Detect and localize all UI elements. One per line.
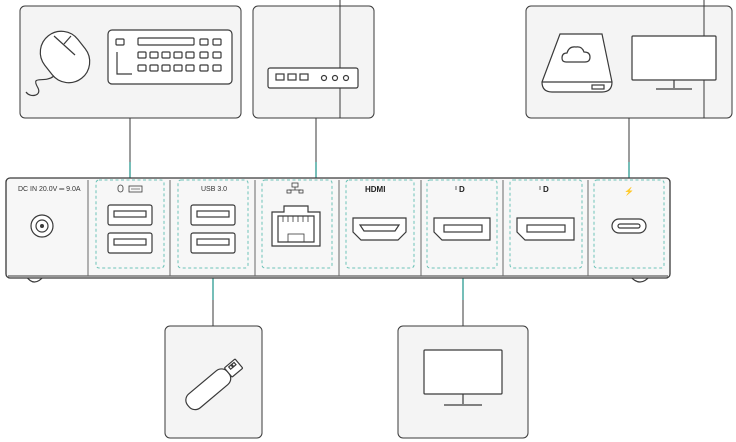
dock-body (5, 177, 671, 279)
usb-port-input-1-tongue (113, 210, 147, 218)
monitor-icon (631, 35, 717, 90)
hdmi-label: HDMI (365, 185, 385, 194)
callout-display (397, 325, 529, 439)
displayport-2[interactable] (516, 217, 575, 241)
callout-storage-display (525, 0, 733, 119)
network-icon (286, 182, 304, 194)
hdmi-port[interactable] (352, 217, 407, 241)
callout-network (252, 0, 375, 119)
usb3-port-2-tongue (196, 238, 230, 246)
usb3-port-1[interactable] (190, 204, 236, 226)
usb-c-port[interactable] (611, 218, 647, 234)
displayport-1[interactable] (433, 217, 491, 241)
usb-input-port-group (95, 179, 165, 269)
mouse-icon (25, 30, 91, 97)
displayport-1-group (426, 179, 498, 269)
power-label: DC IN 20.0V ═ 9.0A (18, 186, 81, 193)
usb-port-input-2[interactable] (107, 232, 153, 254)
callout-input-devices (19, 5, 242, 119)
ethernet-port[interactable] (271, 205, 321, 247)
usb-port-input-1[interactable] (107, 204, 153, 226)
hdmi-port-group (345, 179, 415, 269)
displayport-1-symbol: D (459, 185, 465, 194)
keyboard-icon (107, 29, 233, 85)
displayport-2-icon: D (539, 185, 549, 194)
usb3-label: USB 3.0 (201, 186, 227, 193)
usb-port-input-2-tongue (113, 238, 147, 246)
callout-usb (164, 325, 263, 439)
usb3-port-2[interactable] (190, 232, 236, 254)
ethernet-port-group (261, 179, 333, 269)
displayport-1-icon: D (455, 185, 465, 194)
docking-station: DC IN 20.0V ═ 9.0A USB 3.0 (5, 177, 671, 283)
usb3-port-group (177, 179, 249, 269)
mouse-keyboard-mini-icon (117, 184, 143, 193)
thunderbolt-icon: ⚡ (624, 186, 634, 196)
router-icon (267, 0, 359, 118)
displayport-2-symbol: D (543, 185, 549, 194)
dc-in-port[interactable] (30, 214, 54, 238)
external-drive-icon (541, 33, 613, 93)
thunderbolt-port-group (593, 179, 665, 269)
usb3-port-1-tongue (196, 210, 230, 218)
displayport-2-group (509, 179, 583, 269)
usb-flash-drive-icon (185, 358, 243, 411)
monitor-icon (423, 349, 503, 406)
